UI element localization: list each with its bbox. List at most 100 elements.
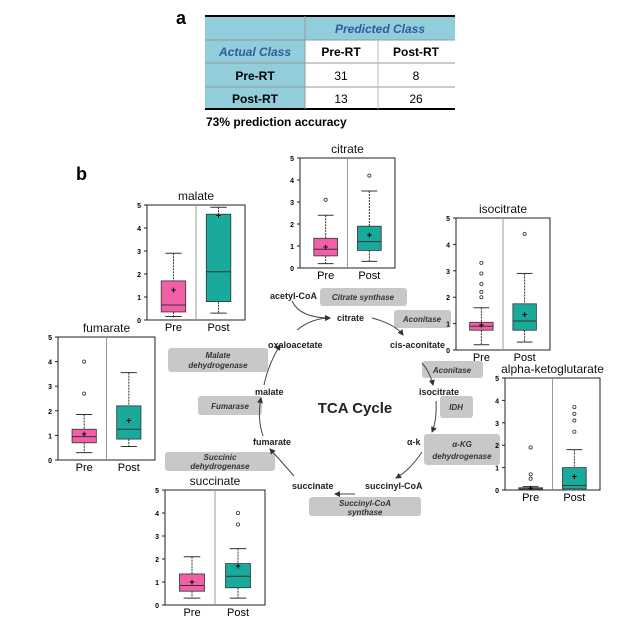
metabolite-succinate: succinate — [292, 481, 334, 491]
mean-marker: + — [189, 577, 194, 587]
arrow — [257, 397, 264, 437]
outlier-point — [367, 173, 372, 178]
metabolite-fumarate: fumarate — [253, 437, 291, 447]
category-label: Pre — [317, 270, 334, 282]
y-tick-label: 5 — [495, 376, 499, 383]
outlier-point — [528, 476, 533, 481]
plot-title: citrate — [331, 142, 364, 156]
arrow — [263, 344, 281, 386]
mean-marker: + — [479, 320, 484, 330]
y-tick-label: 0 — [48, 458, 52, 465]
y-tick-label: 3 — [290, 200, 294, 207]
cell: 8 — [413, 69, 420, 83]
category-label: Post — [358, 270, 380, 282]
y-tick-label: 5 — [48, 335, 52, 342]
enzyme-boxes — [165, 288, 500, 516]
box-post: + Post — [562, 405, 587, 504]
mean-marker: + — [235, 561, 240, 571]
iqr-box — [357, 225, 382, 251]
col-header: Post-RT — [393, 45, 440, 59]
header-bg — [205, 17, 455, 40]
arrow — [269, 448, 295, 477]
y-tick-label: 2 — [48, 409, 52, 416]
outlier-point — [479, 271, 484, 276]
plot-title: succinate — [190, 474, 241, 488]
y-tick-label: 4 — [137, 226, 141, 233]
enzyme-succinic-dh: Succinic — [204, 453, 237, 462]
metabolite-cis-aconitate: cis-aconitate — [390, 340, 445, 350]
enzyme-box-succinic-dh — [165, 452, 275, 471]
tca-diagram: acetyl-CoA citrate cis-aconitate isocitr… — [165, 288, 500, 517]
outlier-point — [479, 295, 484, 300]
arrow — [431, 400, 437, 433]
box-pre: +Pre — [518, 445, 543, 504]
mean-marker: + — [367, 230, 372, 240]
predicted-class-header: Predicted Class — [335, 22, 425, 36]
iqr-box — [313, 237, 338, 257]
y-tick-label: 4 — [48, 360, 52, 367]
enzyme-fumarase: Fumarase — [211, 402, 249, 411]
enzyme-akg-dh: α-KG — [452, 440, 472, 449]
enzyme-malate-dh: Malate — [206, 351, 231, 360]
box-pre: +Pre — [469, 260, 494, 364]
mean-marker: + — [522, 309, 527, 319]
enzyme-idh: IDH — [449, 403, 463, 412]
mean-marker: + — [171, 285, 176, 295]
enzyme-box-aconitase-1 — [394, 310, 451, 328]
metabolite-isocitrate: isocitrate — [419, 387, 459, 397]
mean-marker: + — [126, 416, 131, 426]
y-tick-label: 2 — [290, 222, 294, 229]
y-tick-label: 4 — [290, 178, 294, 185]
y-tick-label: 3 — [155, 534, 159, 541]
y-tick-label: 1 — [137, 295, 141, 302]
iqr-box — [179, 573, 205, 592]
metabolite-alpha-kg: α-k — [407, 437, 422, 447]
category-label: Post — [563, 492, 585, 504]
panel-label-a: a — [176, 8, 187, 28]
enzyme-box-aconitase-2 — [422, 361, 483, 378]
iqr-box — [160, 280, 187, 313]
iqr-box — [205, 213, 232, 302]
y-tick-label: 2 — [155, 557, 159, 564]
box-post: +Post — [116, 372, 142, 474]
category-label: Pre — [522, 492, 539, 504]
y-tick-label: 0 — [290, 266, 294, 273]
outlier-point — [528, 445, 533, 450]
box-pre: + Pre — [160, 252, 187, 334]
y-tick-label: 5 — [290, 156, 294, 163]
metabolite-citrate: citrate — [337, 313, 364, 323]
y-tick-label: 3 — [137, 249, 141, 256]
y-tick-label: 4 — [155, 511, 159, 518]
outlier-point — [572, 405, 577, 410]
enzyme-aconitase: Aconitase — [432, 366, 472, 375]
metabolite-succinyl-coa: succinyl-CoA — [365, 481, 423, 491]
mean-marker: + — [323, 242, 328, 252]
metabolite-malate: malate — [255, 387, 284, 397]
arrow — [395, 451, 423, 479]
outlier-point — [528, 472, 533, 477]
metabolite-oxaloacetate: oxaloacetate — [268, 340, 323, 350]
mean-marker: + — [216, 210, 221, 220]
box-pre: +Pre — [179, 556, 205, 619]
mean-marker: + — [572, 472, 577, 482]
enzyme-box-malate-dh — [168, 348, 268, 372]
panel-label-b: b — [76, 164, 87, 184]
arrow — [371, 317, 404, 336]
box-post: +Post — [512, 231, 537, 364]
y-tick-label: 3 — [48, 384, 52, 391]
y-tick-label: 4 — [446, 242, 450, 249]
y-tick-label: 1 — [446, 322, 450, 329]
plot-title: isocitrate — [479, 202, 527, 216]
actual-class-header: Actual Class — [218, 45, 291, 59]
y-tick-label: 2 — [495, 443, 499, 450]
outlier-point — [522, 231, 527, 236]
mean-marker: + — [82, 429, 87, 439]
enzyme-succinyl-coa-synthase: synthase — [348, 508, 383, 517]
row-header-bg — [205, 40, 305, 110]
outlier-point — [572, 418, 577, 423]
category-label: Pre — [165, 322, 182, 334]
